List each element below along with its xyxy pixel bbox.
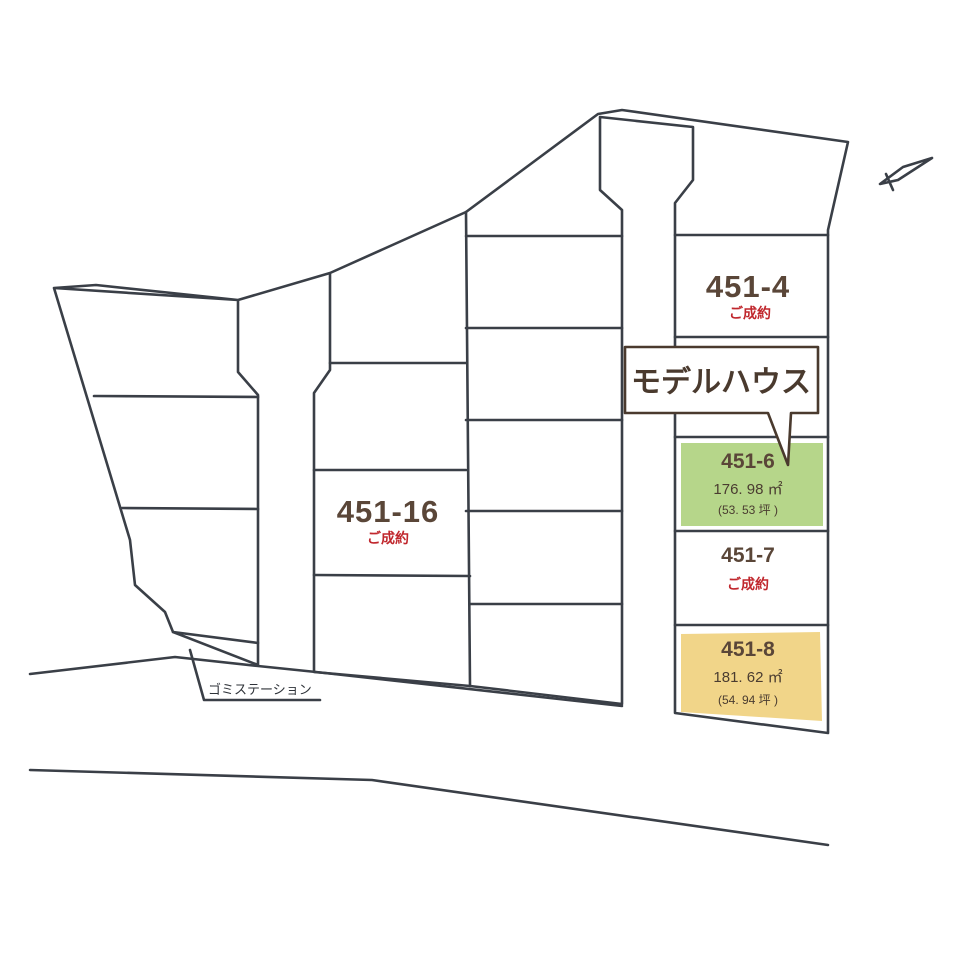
garbage-station-label: ゴミステーション [208,682,312,698]
lot-451-6-number: 451-6 [721,450,775,473]
lot-451-8-number: 451-8 [721,638,775,661]
lot-451-4-number: 451-4 [706,269,790,304]
lot-451-16-status: ご成約 [367,530,409,547]
lot-451-4-status: ご成約 [729,305,771,322]
lot-451-8-fill [681,632,822,721]
road-upper-edge [28,655,624,708]
callout-bubble [623,345,820,467]
garbage-station-leader [188,648,322,702]
lot-451-8-area: 181. 62 ㎡ [713,669,782,686]
lot-451-7-status: ご成約 [727,576,769,593]
model-house-label: モデルハウス [631,365,811,400]
lot-451-7-number: 451-7 [721,544,775,567]
lot-451-8-tsubo: (54. 94 坪 ) [718,693,778,707]
site-boundary [52,108,850,735]
lot-lines-center [312,210,624,688]
lot-451-16-number: 451-16 [337,494,440,529]
lot-451-6-tsubo: (53. 53 坪 ) [718,503,778,517]
lot-lines-right [673,233,830,627]
lot-451-6-area: 176. 98 ㎡ [713,481,782,498]
lot-lines-left [92,394,260,645]
north-arrow-icon [878,156,934,192]
road-lower-edge [28,768,830,847]
model-house-callout: モデルハウス [623,345,820,467]
